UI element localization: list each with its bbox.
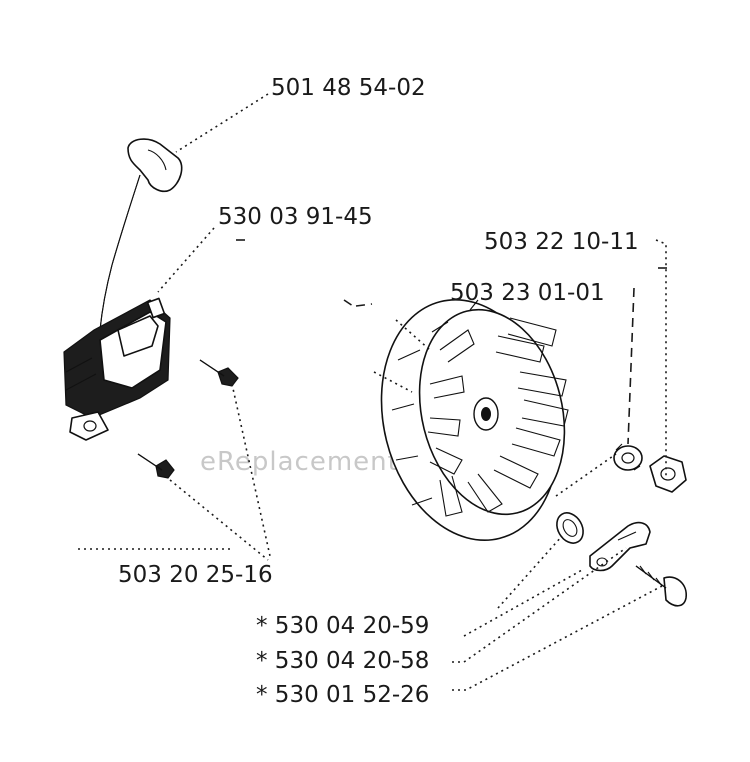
module-screw (137, 453, 175, 479)
callout-label: 503 23 01-01 (450, 280, 605, 306)
callout-label: * 530 04 20-58 (256, 648, 429, 674)
callout-label: 530 03 91-45 (218, 204, 373, 230)
callout-label: 503 20 25-16 (118, 562, 273, 588)
callout-label: * 530 04 20-59 (256, 613, 429, 639)
ignition-module (63, 297, 171, 441)
leader-lines (78, 93, 668, 691)
flywheel (380, 299, 569, 541)
washer (613, 443, 643, 471)
callout-label: 501 48 54-02 (271, 75, 426, 101)
pawl (589, 521, 651, 572)
nut (649, 455, 687, 493)
callout-label: * 530 01 52-26 (256, 682, 429, 708)
spark-plug-boot (99, 138, 183, 331)
pawl-screw (635, 565, 687, 607)
spring (556, 512, 584, 544)
callout-label: 503 22 10-11 (484, 229, 639, 255)
module-screw (199, 359, 239, 387)
